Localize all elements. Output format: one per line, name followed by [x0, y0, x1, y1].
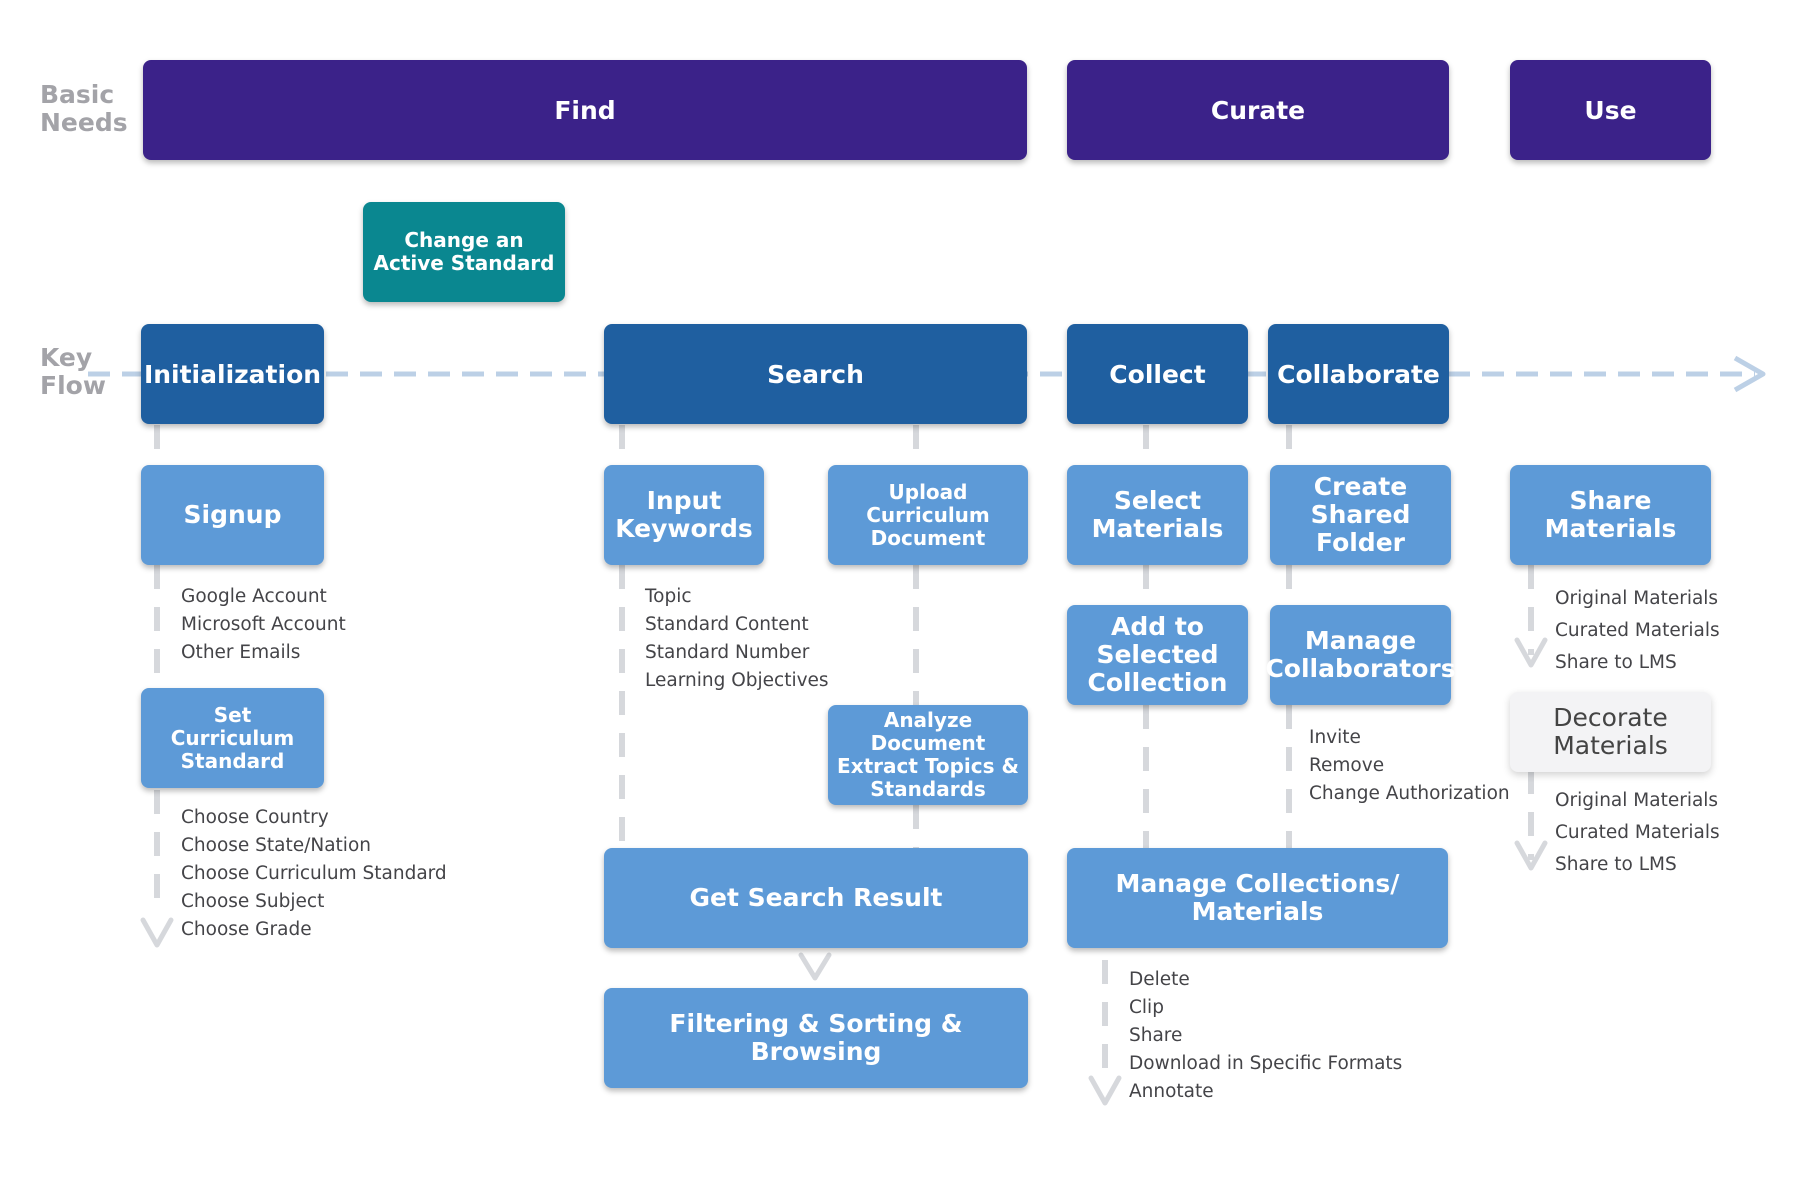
change-active-standard-button[interactable]: Change an Active Standard	[363, 202, 565, 302]
list-item: Invite	[1309, 727, 1361, 748]
list-item: Original Materials	[1555, 790, 1719, 811]
task-get-search-result[interactable]: Get Search Result	[604, 848, 1028, 948]
list-item: Curated Materials	[1555, 620, 1720, 641]
keyword-options-list: Topic Standard Content Standard Number L…	[645, 583, 829, 695]
key-flow-label: Key Flow	[40, 343, 106, 400]
task-share-materials[interactable]: Share Materials	[1510, 465, 1711, 565]
list-item: Download in Specific Formats	[1129, 1053, 1403, 1074]
key-flow-initialization[interactable]: Initialization	[141, 324, 324, 424]
list-item: Annotate	[1129, 1081, 1214, 1102]
list-item: Learning Objectives	[645, 670, 829, 691]
basic-need-use[interactable]: Use	[1510, 60, 1711, 160]
key-flow-collaborate[interactable]: Collaborate	[1268, 324, 1449, 424]
task-filtering-sorting-browsing[interactable]: Filtering & Sorting & Browsing	[604, 988, 1028, 1088]
share-options-list: Original Materials Curated Materials Sha…	[1555, 583, 1720, 679]
task-input-keywords[interactable]: Input Keywords	[604, 465, 764, 565]
task-manage-collections-materials[interactable]: Manage Collections/ Materials	[1067, 848, 1448, 948]
collections-arrow-icon	[1088, 1075, 1122, 1106]
collection-options-list: Delete Clip Share Download in Specific F…	[1129, 966, 1402, 1106]
curriculum-arrow-icon	[140, 917, 174, 948]
key-flow-search[interactable]: Search	[604, 324, 1027, 424]
list-item: Topic	[645, 586, 692, 607]
basic-need-curate[interactable]: Curate	[1067, 60, 1449, 160]
task-signup[interactable]: Signup	[141, 465, 324, 565]
decorate-options-list: Original Materials Curated Materials Sha…	[1555, 785, 1720, 881]
list-item: Google Account	[181, 586, 327, 607]
list-item: Standard Content	[645, 614, 809, 635]
signup-options-list: Google Account Microsoft Account Other E…	[181, 583, 346, 667]
list-item: Change Authorization	[1309, 783, 1510, 804]
decorate-arrow-icon	[1514, 840, 1548, 871]
task-upload-curriculum-document[interactable]: Upload Curriculum Document	[828, 465, 1028, 565]
list-item: Remove	[1309, 755, 1385, 776]
task-add-to-selected-collection[interactable]: Add to Selected Collection	[1067, 605, 1248, 705]
result-filter-arrow-icon	[798, 952, 832, 981]
list-item: Clip	[1129, 997, 1164, 1018]
list-item: Choose Subject	[181, 891, 325, 912]
share-arrow-icon	[1514, 637, 1548, 668]
list-item: Share to LMS	[1555, 652, 1677, 673]
list-item: Choose Grade	[181, 919, 312, 940]
list-item: Curated Materials	[1555, 822, 1720, 843]
list-item: Original Materials	[1555, 588, 1719, 609]
list-item: Standard Number	[645, 642, 810, 663]
task-decorate-materials[interactable]: Decorate Materials	[1510, 692, 1711, 772]
list-item: Share	[1129, 1025, 1183, 1046]
list-item: Delete	[1129, 969, 1190, 990]
task-select-materials[interactable]: Select Materials	[1067, 465, 1248, 565]
list-item: Share to LMS	[1555, 854, 1677, 875]
basic-needs-label: Basic Needs	[40, 80, 128, 137]
task-create-shared-folder[interactable]: Create Shared Folder	[1270, 465, 1451, 565]
list-item: Choose Curriculum Standard	[181, 863, 447, 884]
list-item: Microsoft Account	[181, 614, 346, 635]
list-item: Choose State/Nation	[181, 835, 371, 856]
basic-need-find[interactable]: Find	[143, 60, 1027, 160]
task-manage-collaborators[interactable]: Manage Collaborators	[1265, 605, 1456, 705]
list-item: Other Emails	[181, 642, 301, 663]
key-flow-collect[interactable]: Collect	[1067, 324, 1248, 424]
curriculum-options-list: Choose Country Choose State/Nation Choos…	[181, 804, 447, 944]
task-set-curriculum-standard[interactable]: Set Curriculum Standard	[141, 688, 324, 788]
key-flow-arrowhead-icon	[1733, 355, 1766, 393]
list-item: Choose Country	[181, 807, 329, 828]
collaborator-options-list: Invite Remove Change Authorization	[1309, 724, 1510, 808]
task-analyze-document[interactable]: Analyze Document Extract Topics & Standa…	[828, 705, 1028, 805]
